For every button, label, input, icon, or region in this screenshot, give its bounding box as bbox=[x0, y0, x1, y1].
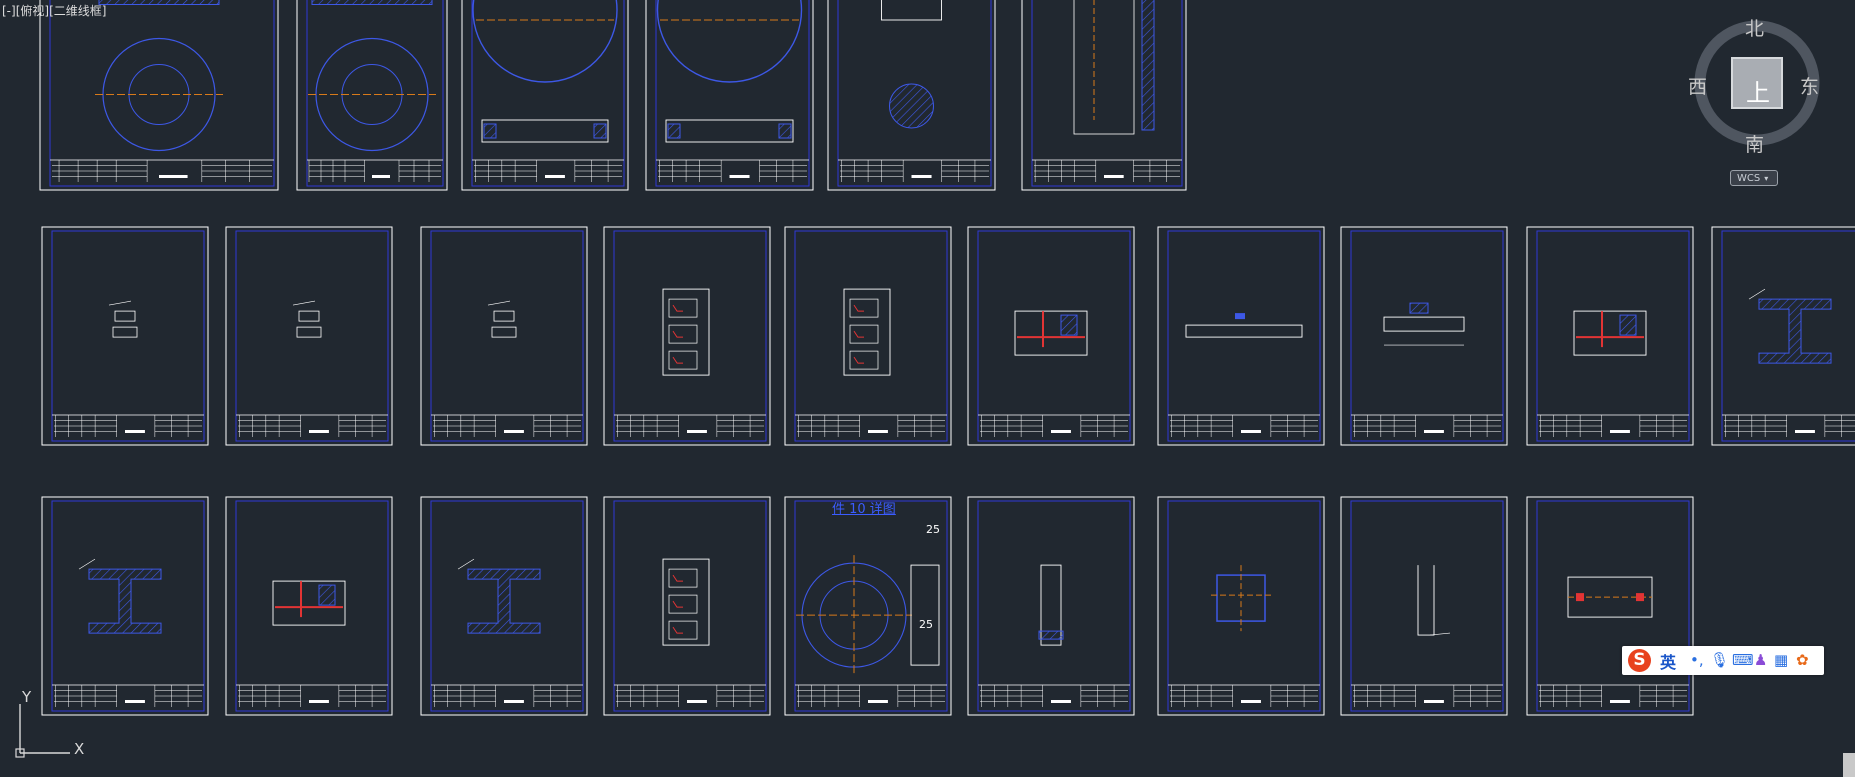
drawing-sheet[interactable] bbox=[967, 226, 1135, 446]
drawing-sheet[interactable] bbox=[420, 496, 588, 716]
ime-language-toggle[interactable]: 英 bbox=[1660, 653, 1677, 672]
punctuation-icon[interactable]: •, bbox=[1690, 651, 1704, 669]
keyboard-icon[interactable]: ⌨ bbox=[1732, 651, 1754, 669]
wcs-menu-button[interactable]: WCS▾ bbox=[1730, 170, 1778, 186]
drawing-sheet[interactable] bbox=[420, 226, 588, 446]
viewport-menu-control[interactable]: [-] bbox=[2, 4, 16, 18]
dimension-text: 25 bbox=[926, 523, 940, 536]
viewcube-north[interactable]: 北 bbox=[1745, 18, 1765, 40]
viewcube-south[interactable]: 南 bbox=[1745, 134, 1765, 156]
drawing-sheet[interactable] bbox=[1021, 0, 1187, 191]
viewcube[interactable] bbox=[1690, 16, 1824, 150]
ucs-y-label: Y bbox=[22, 688, 32, 706]
mascot-icon[interactable]: ✿ bbox=[1796, 651, 1809, 669]
drawing-sheet[interactable] bbox=[1526, 226, 1694, 446]
drawing-sheet[interactable] bbox=[645, 0, 814, 191]
drawing-sheet[interactable] bbox=[41, 496, 209, 716]
wcs-label: WCS bbox=[1737, 173, 1761, 184]
microphone-icon[interactable]: 🎙 bbox=[1710, 651, 1730, 669]
viewcube-west[interactable]: 西 bbox=[1688, 76, 1708, 98]
scrollbar-thumb[interactable] bbox=[1843, 753, 1855, 777]
drawing-sheet[interactable] bbox=[1157, 226, 1325, 446]
ucs-x-label: X bbox=[74, 740, 85, 758]
sogou-logo-icon[interactable]: S bbox=[1628, 649, 1651, 672]
drawing-sheet[interactable] bbox=[296, 0, 448, 191]
drawing-sheet[interactable] bbox=[461, 0, 629, 191]
drawing-sheet[interactable] bbox=[1340, 496, 1508, 716]
ime-toolbar[interactable]: S 英 •, 🎙 ⌨ ♟ ▦ ✿ bbox=[1622, 646, 1824, 675]
view-control[interactable]: [俯视] bbox=[15, 4, 50, 18]
drawing-sheet[interactable] bbox=[603, 496, 771, 716]
skin-icon[interactable]: ♟ bbox=[1754, 651, 1768, 669]
dimension-text: 25 bbox=[919, 618, 933, 631]
sheet-title: 件 10 详图 bbox=[832, 502, 896, 517]
drawing-sheet[interactable] bbox=[784, 496, 952, 716]
drawing-sheet[interactable] bbox=[784, 226, 952, 446]
chevron-down-icon: ▾ bbox=[1764, 174, 1769, 183]
drawing-sheet[interactable] bbox=[41, 226, 209, 446]
ucs-icon bbox=[15, 704, 70, 758]
viewcube-top-face[interactable]: 上 bbox=[1746, 79, 1770, 107]
viewcube-east[interactable]: 东 bbox=[1800, 76, 1820, 98]
drawing-sheet[interactable] bbox=[967, 496, 1135, 716]
drawing-sheet[interactable] bbox=[225, 496, 393, 716]
drawing-sheet[interactable] bbox=[39, 0, 279, 191]
visual-style-control[interactable]: [二维线框] bbox=[49, 4, 107, 18]
drawing-sheet[interactable] bbox=[1340, 226, 1508, 446]
drawing-sheet[interactable] bbox=[225, 226, 393, 446]
drawing-sheet[interactable] bbox=[1526, 496, 1694, 716]
toolbox-icon[interactable]: ▦ bbox=[1774, 651, 1789, 669]
drawing-sheet[interactable] bbox=[827, 0, 996, 191]
drawing-sheet[interactable] bbox=[1711, 226, 1855, 446]
drawing-sheet[interactable] bbox=[1157, 496, 1325, 716]
viewport-controls[interactable]: [-][俯视][二维线框] bbox=[2, 4, 106, 18]
drawing-sheet[interactable] bbox=[603, 226, 771, 446]
